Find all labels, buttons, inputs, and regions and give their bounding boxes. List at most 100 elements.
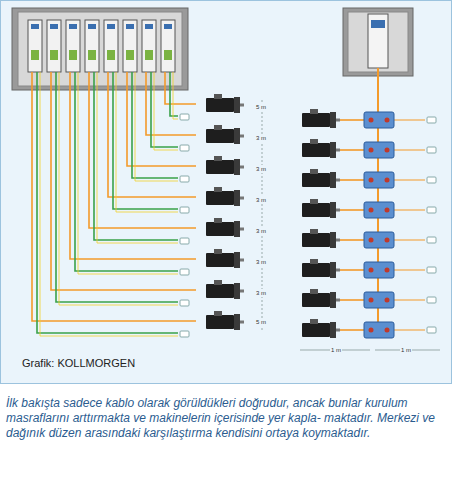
motor-connector — [310, 319, 318, 324]
feedback-cable — [56, 72, 178, 302]
motor-connector — [310, 109, 318, 114]
feedback-cable — [97, 72, 178, 243]
drive-module — [104, 20, 118, 72]
motor-shaft — [336, 179, 340, 182]
motor-cable — [335, 209, 366, 211]
motor-flange — [330, 322, 336, 338]
drive-connector — [385, 178, 390, 183]
sensor — [427, 177, 436, 183]
credit-label: Grafik: KOLLMORGEN — [22, 357, 135, 370]
controller-display — [371, 20, 385, 28]
feedback-cable — [170, 72, 178, 116]
feedback-cable — [132, 72, 178, 178]
drive-connector — [107, 50, 115, 60]
drive-module — [161, 20, 175, 72]
feedback-cable — [173, 72, 178, 119]
dimension-label: 5 m — [255, 318, 267, 326]
servo-motor — [206, 284, 234, 298]
sensor — [180, 114, 189, 120]
motor-shaft — [240, 290, 244, 293]
servo-motor — [302, 263, 330, 277]
servo-motor — [302, 143, 330, 157]
motor-connector — [310, 169, 318, 174]
motor-shaft — [336, 209, 340, 212]
motor-connector — [214, 94, 222, 99]
motor-flange — [330, 202, 336, 218]
drive-connector — [31, 50, 39, 60]
drive-connector — [50, 50, 58, 60]
motor-connector — [214, 156, 222, 161]
drive-connector — [385, 208, 390, 213]
decentral-drive — [364, 322, 394, 338]
decentral-drive — [364, 292, 394, 308]
motor-cable — [335, 119, 366, 121]
dimension-label: 3 m — [255, 165, 267, 173]
drive-display — [69, 24, 77, 29]
power-cable — [146, 72, 196, 135]
feedback-cable — [113, 72, 178, 209]
motor-shaft — [336, 329, 340, 332]
motor-connector — [214, 249, 222, 254]
drive-module — [66, 20, 80, 72]
servo-motor — [302, 293, 330, 307]
motor-shaft — [336, 149, 340, 152]
motor-cable — [335, 179, 366, 181]
drive-module — [142, 20, 156, 72]
dimension-label: 3 m — [255, 196, 267, 204]
sensor — [427, 117, 436, 123]
sensor — [180, 269, 189, 275]
servo-motor — [302, 203, 330, 217]
motor-connector — [214, 311, 222, 316]
feedback-cable — [116, 72, 178, 212]
motor-shaft — [336, 299, 340, 302]
motor-shaft — [336, 119, 340, 122]
drive-connector — [88, 50, 96, 60]
sensor-cable — [392, 329, 425, 330]
motor-flange — [330, 262, 336, 278]
motor-cable — [335, 239, 366, 241]
servo-motor — [302, 113, 330, 127]
motor-shaft — [240, 135, 244, 138]
drive-display — [88, 24, 96, 29]
motor-connector — [310, 139, 318, 144]
decentral-drive — [364, 232, 394, 248]
motor-shaft — [240, 321, 244, 324]
sensor — [180, 207, 189, 213]
motor-connector — [214, 218, 222, 223]
motor-connector — [310, 229, 318, 234]
drive-display — [145, 24, 153, 29]
decentral-drive — [364, 112, 394, 128]
decentral-drive — [364, 202, 394, 218]
sensor-cable — [392, 119, 425, 120]
figure-ground — [1, 1, 452, 384]
decentral-drive — [364, 142, 394, 158]
drive-display — [107, 24, 115, 29]
dimension-label: 1 m — [330, 346, 342, 354]
servo-motor — [206, 191, 234, 205]
servo-motor — [206, 253, 234, 267]
feedback-cable — [59, 72, 178, 305]
drive-display — [164, 24, 172, 29]
decentral-cabinet — [343, 8, 413, 76]
motor-shaft — [240, 259, 244, 262]
power-cable — [32, 72, 196, 321]
dimension-label: 1 m — [400, 346, 412, 354]
motor-shaft — [240, 104, 244, 107]
power-cable — [89, 72, 196, 228]
feedback-cable — [94, 72, 178, 240]
motor-flange — [330, 142, 336, 158]
figure-caption: İlk bakışta sadece kablo olarak görüldük… — [6, 396, 446, 441]
motor-connector — [310, 199, 318, 204]
cabinet-inside — [348, 12, 408, 72]
drive-connector — [385, 238, 390, 243]
drive-connector — [369, 238, 374, 243]
motor-connector — [310, 289, 318, 294]
dimension-label: 3 m — [255, 258, 267, 266]
servo-motor — [206, 98, 234, 112]
sensor-cable — [392, 149, 425, 150]
servo-motor — [206, 315, 234, 329]
cabinet-inside — [18, 12, 182, 86]
sensor-cable — [392, 179, 425, 180]
drive-connector — [369, 148, 374, 153]
power-cable — [127, 72, 196, 166]
